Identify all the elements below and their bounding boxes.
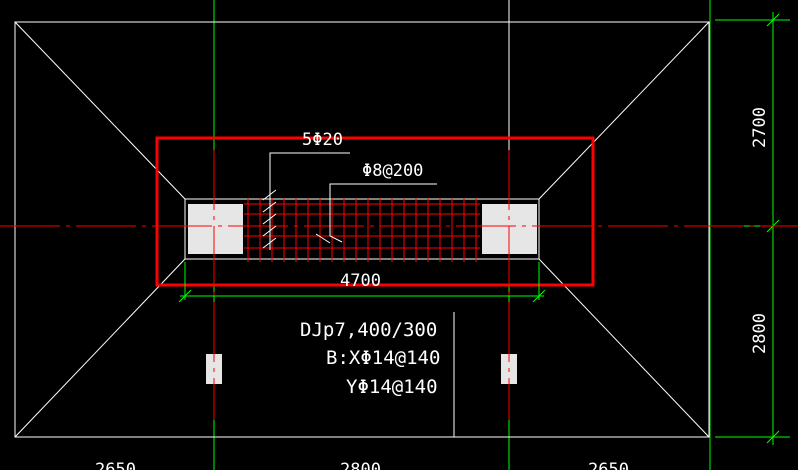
dim-right-lower-label: 2800 (750, 313, 770, 354)
bottom-x-rebar-label: B:XΦ14@140 (326, 347, 440, 369)
highlight-box (155, 136, 595, 287)
dim-right-upper-label: 2700 (750, 107, 770, 148)
right-dimension-chain (715, 12, 790, 445)
dim-bottom-mid-label: 2800 (340, 460, 381, 470)
foundation-id-label: DJp7,400/300 (300, 319, 437, 341)
rebar-top-label: 5Φ20 (302, 130, 343, 150)
stirrup-leader (329, 183, 437, 243)
axis-grid-lines (213, 0, 711, 470)
column-left (188, 204, 243, 254)
slope-line (14, 21, 186, 200)
stirrup-label: Φ8@200 (362, 161, 423, 181)
rebar-leader (269, 152, 350, 250)
beam-rebar-grid (244, 198, 480, 262)
slope-line (538, 21, 710, 200)
foundation-top-plinth (184, 198, 540, 260)
bottom-y-rebar-label: YΦ14@140 (346, 376, 438, 398)
slope-line (538, 258, 710, 438)
foundation-outer-edge (14, 21, 710, 438)
label-leaders (262, 152, 437, 250)
beam-length-dimension (178, 262, 546, 303)
dim-bottom-right-label: 2650 (588, 460, 629, 470)
foundation-outline (14, 0, 710, 438)
beam-length-label: 4700 (340, 271, 381, 291)
dim-bottom-left-label: 2650 (95, 460, 136, 470)
slope-line (14, 258, 186, 438)
